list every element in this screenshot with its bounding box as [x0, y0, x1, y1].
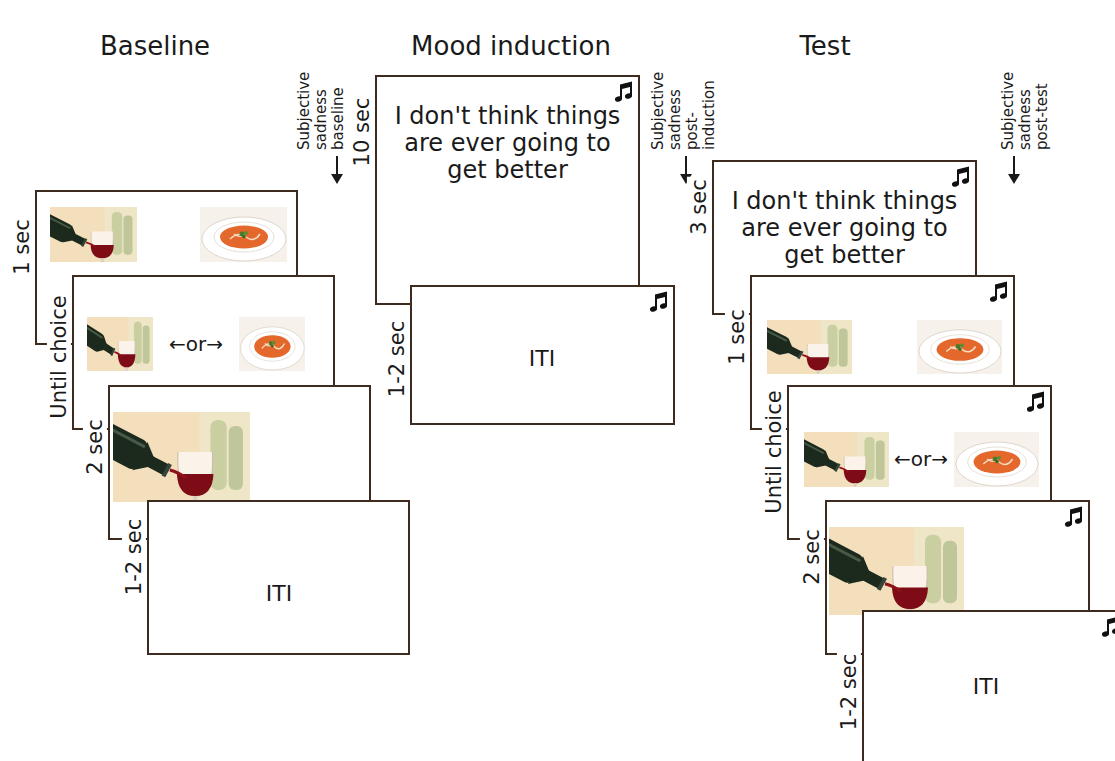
text-holder: 3 sec: [687, 176, 711, 237]
duration-label: 1 sec: [10, 216, 34, 277]
text-holder: Until choice: [47, 292, 71, 421]
text-holder: ITI: [973, 674, 999, 700]
text-holder: 1-2 sec: [122, 516, 146, 598]
music-icon: [1101, 617, 1115, 638]
duration-label: Until choice: [762, 387, 786, 516]
screen-frame: 1-2 secITI: [147, 500, 410, 655]
food-photo: [740, 318, 852, 374]
screen-text: ←or→: [894, 447, 948, 471]
stimulus-image: [149, 502, 412, 657]
text-holder: 1 sec: [10, 216, 34, 277]
food-photo: [239, 317, 305, 371]
food-photo: [70, 409, 250, 502]
screen-text: ITI: [266, 581, 292, 607]
text-holder: Until choice: [762, 387, 786, 516]
down-arrow: [1013, 156, 1015, 176]
duration-label: 1-2 sec: [122, 516, 146, 598]
text-holder: Baseline: [100, 31, 210, 62]
arrow-head: [331, 174, 343, 184]
text-holder: 2 sec: [83, 416, 107, 477]
screen-text: ←or→: [169, 332, 223, 356]
rating-label: Subjective sadness post-test: [1000, 72, 1051, 150]
duration-label: 2 sec: [800, 526, 824, 587]
text-holder: ←or→: [894, 447, 948, 471]
screen-frame: 1-2 secITI: [410, 285, 675, 425]
duration-label: 10 sec: [350, 95, 374, 170]
rating-label: Subjective sadness baseline: [296, 72, 347, 150]
duration-label: 1 sec: [725, 306, 749, 367]
text-holder: 1-2 sec: [837, 651, 861, 733]
music-icon: [989, 282, 1008, 303]
screen-frame: 1-2 secITI: [862, 610, 1115, 761]
section-title: Baseline: [100, 31, 210, 62]
text-holder: Subjective sadness post-induction: [650, 72, 718, 150]
text-holder: ITI: [266, 581, 292, 607]
music-icon: [1026, 392, 1045, 413]
text-holder: Subjective sadness post-test: [1000, 72, 1051, 150]
duration-label: 1-2 sec: [837, 651, 861, 733]
music-icon: [951, 167, 970, 188]
down-arrow: [336, 156, 338, 176]
duration-label: 1-2 sec: [385, 318, 409, 400]
text-holder: I don't think things are ever going to g…: [383, 103, 632, 184]
screen-text: I don't think things are ever going to g…: [383, 103, 632, 184]
text-holder: ITI: [529, 346, 555, 372]
food-photo: [200, 207, 287, 262]
food-photo: [66, 315, 153, 371]
down-arrow: [685, 156, 687, 176]
screen-text: ITI: [529, 346, 555, 372]
screen-frame: 10 secI don't think things are ever goin…: [375, 75, 640, 305]
food-photo: [786, 524, 964, 615]
food-photo: [22, 205, 137, 262]
food-photo: [917, 320, 1002, 374]
text-holder: 1 sec: [725, 306, 749, 367]
rating-label: Subjective sadness post-induction: [650, 72, 718, 150]
duration-label: 2 sec: [83, 416, 107, 477]
text-holder: 2 sec: [800, 526, 824, 587]
arrow-head: [1008, 174, 1020, 184]
duration-label: 3 sec: [687, 176, 711, 237]
section-title: Mood induction: [411, 31, 611, 62]
duration-label: Until choice: [47, 292, 71, 421]
text-holder: Subjective sadness baseline: [296, 72, 347, 150]
screen-text: I don't think things are ever going to g…: [720, 188, 969, 269]
food-photo: [777, 430, 889, 487]
music-icon: [1064, 507, 1083, 528]
text-holder: Test: [799, 31, 850, 62]
section-title: Test: [799, 31, 850, 62]
text-holder: I don't think things are ever going to g…: [720, 188, 969, 269]
text-holder: 10 sec: [350, 95, 374, 170]
music-icon: [649, 292, 668, 313]
music-icon: [614, 82, 633, 103]
food-photo: [954, 432, 1039, 487]
text-holder: ←or→: [169, 332, 223, 356]
screen-text: ITI: [973, 674, 999, 700]
text-holder: 1-2 sec: [385, 318, 409, 400]
text-holder: Mood induction: [411, 31, 611, 62]
